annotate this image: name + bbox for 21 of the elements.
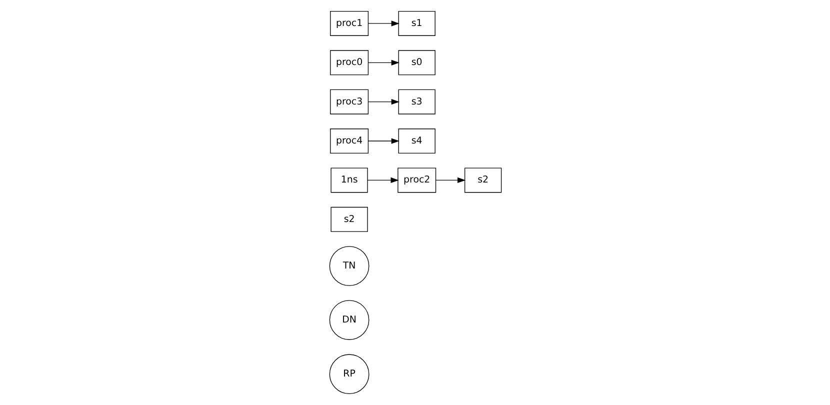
- node-box: 1ns: [330, 168, 368, 193]
- node-box: proc3: [330, 89, 368, 114]
- arrow: [367, 99, 399, 105]
- node-box: proc0: [330, 50, 368, 76]
- arrow: [435, 177, 466, 184]
- node-box: proc1: [330, 10, 368, 36]
- node-box: s1: [398, 10, 435, 36]
- node-circle: DN: [328, 300, 369, 340]
- arrow: [367, 20, 399, 26]
- arrow: [366, 177, 398, 184]
- node-box: s2: [464, 168, 502, 193]
- arrow: [367, 60, 399, 66]
- node-circle: TN: [328, 246, 369, 286]
- arrow: [367, 138, 399, 144]
- node-box: proc2: [397, 168, 436, 193]
- node-box: s0: [398, 50, 435, 76]
- node-box: s4: [398, 128, 435, 154]
- node-box: s2: [330, 206, 368, 232]
- node-box: proc4: [330, 128, 368, 154]
- node-box: s3: [398, 89, 435, 114]
- node-circle: RP: [328, 354, 369, 394]
